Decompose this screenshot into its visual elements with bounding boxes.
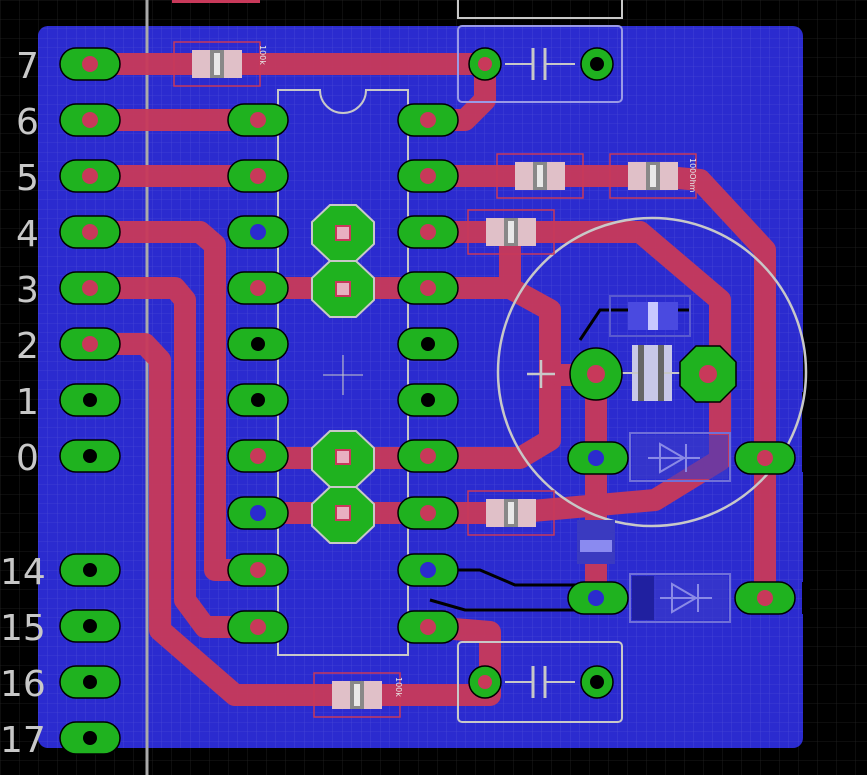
silk-top-remnant (457, 0, 623, 19)
ic-silkscreen (277, 89, 409, 656)
pin-label-3: 3 (16, 270, 39, 311)
electrolytic-cap-silkscreen (496, 216, 808, 528)
cap-bottom-symbol (505, 666, 575, 698)
pin-label-14: 14 (0, 552, 46, 593)
electrolytic-pads (569, 345, 737, 403)
cap-top-silkscreen (457, 25, 623, 103)
resistor-r-row0[interactable] (467, 490, 555, 536)
resistor-r-top[interactable]: 100k (173, 41, 267, 87)
pin-label-6: 6 (16, 102, 39, 143)
resistor-r-mid-5a[interactable] (496, 153, 584, 199)
electrolytic-cap-body[interactable] (620, 345, 684, 401)
cap-bottom-silkscreen (457, 641, 623, 723)
resistor-r-right-value: 100Ohm (688, 158, 697, 193)
pin-labels: 7 6 5 4 3 2 1 0 14 15 16 17 (0, 46, 46, 761)
resistor-r-right-5b[interactable]: 100Ohm (609, 153, 697, 199)
diode-lower[interactable] (629, 573, 731, 623)
pin-label-0: 0 (16, 438, 39, 479)
resistor-r-row4[interactable] (467, 209, 555, 255)
pin-label-15: 15 (0, 608, 46, 649)
octagon-drills (335, 225, 351, 521)
pin-label-17: 17 (0, 720, 46, 761)
bottom-smd-part-2[interactable] (577, 520, 615, 564)
resistor-r-bottom[interactable]: 100k (313, 672, 403, 718)
pin-label-1: 1 (16, 382, 39, 423)
pin-label-16: 16 (0, 664, 46, 705)
ic-drills (250, 112, 436, 635)
cap-top-symbol (505, 48, 575, 80)
diode-pads (567, 441, 796, 615)
pin-label-5: 5 (16, 158, 39, 199)
resistor-r-bottom-value: 100k (394, 677, 403, 697)
silk-top-red-remnant (172, 0, 260, 3)
bottom-smd-cap[interactable] (609, 295, 691, 337)
diode-upper[interactable] (629, 432, 731, 482)
pin-label-2: 2 (16, 326, 39, 367)
header-drills (82, 56, 98, 745)
cap-pads (468, 47, 614, 699)
resistor-r-top-value: 100k (258, 45, 267, 65)
pin-label-7: 7 (16, 46, 39, 87)
pin-label-4: 4 (16, 214, 39, 255)
